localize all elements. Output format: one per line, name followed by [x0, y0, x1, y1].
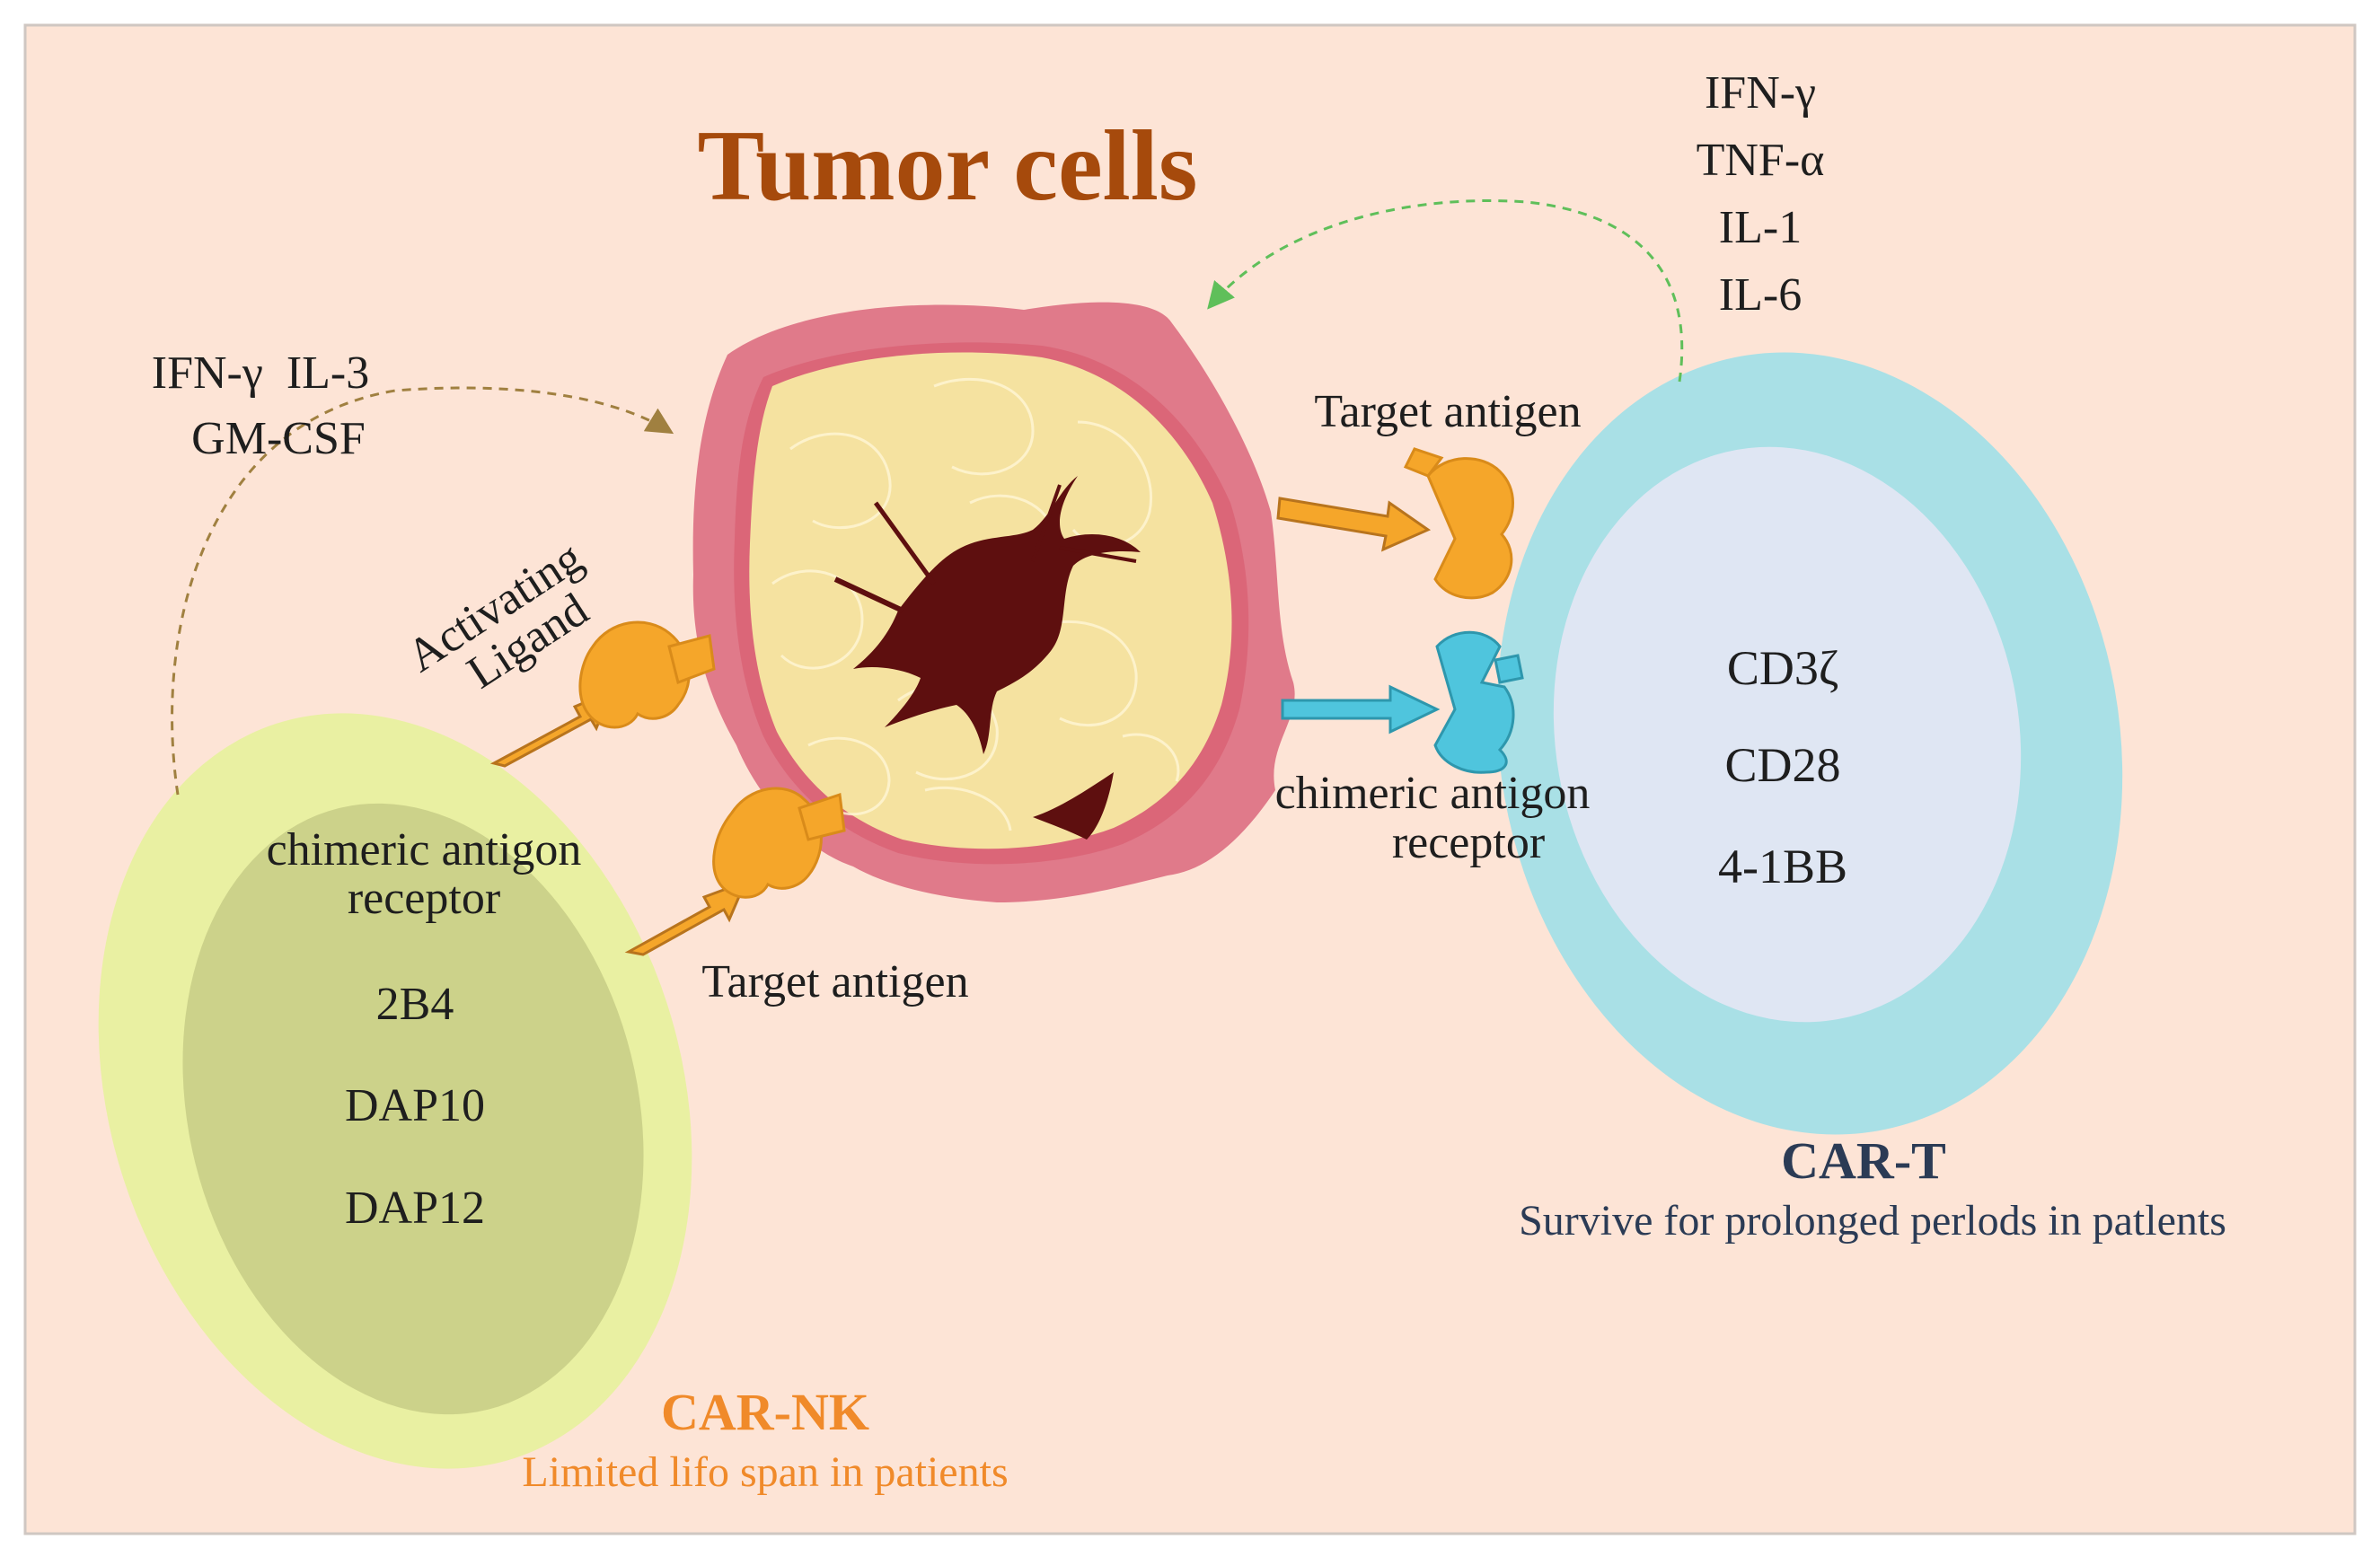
nucleus-filament-4 — [1059, 546, 1137, 563]
t-domain-cd3z: CD3ζ — [1727, 641, 1838, 695]
car-nk-note: Limited lifo span in patients — [522, 1448, 1008, 1496]
t-cytokine-ifn: IFN-γ — [1705, 67, 1816, 119]
car-t-cell — [1496, 352, 2123, 1135]
activating-ligand-icon — [578, 620, 716, 729]
t-receptor-label-line-2: receptor — [1392, 817, 1545, 868]
nucleus-filament-3 — [1031, 484, 1062, 562]
nk-arrow-target — [624, 879, 748, 956]
nk-target-antigen-icon — [712, 787, 846, 899]
t-cytokine-il1: IL-1 — [1719, 202, 1802, 253]
nk-domain-2b4: 2B4 — [376, 979, 454, 1030]
t-car-receptor-group — [1281, 630, 1524, 774]
nk-receptor-label-line-2: receptor — [348, 873, 500, 924]
t-cytokine-tnf: TNF-α — [1697, 135, 1825, 186]
t-domain-41bb: 4-1BB — [1718, 840, 1847, 893]
car-receptor-icon — [1433, 630, 1524, 774]
nk-target-antigen-group — [624, 787, 846, 956]
car-t-note: Survive for prolonged perlods in patlent… — [1519, 1197, 2226, 1245]
nucleus-filament-2 — [833, 576, 904, 613]
t-cytokine-arrow — [1207, 198, 1684, 383]
car-t-name: CAR-T — [1781, 1131, 1946, 1190]
t-receptor-label-line-1: chimeric antigon — [1275, 768, 1591, 819]
tumor-nucleus — [853, 476, 1141, 754]
t-target-antigen-icon — [1403, 447, 1514, 600]
nk-receptor-label-line-1: chimeric antigon — [267, 824, 582, 875]
nk-activating-ligand-group — [489, 620, 716, 768]
nk-cytokine-arrow — [171, 386, 674, 796]
t-domain-cd28: CD28 — [1724, 738, 1840, 792]
nk-domain-dap10: DAP10 — [345, 1080, 485, 1131]
nucleus-filament-1 — [873, 501, 937, 585]
t-cytokine-il6: IL-6 — [1719, 269, 1802, 321]
nk-cytokines-line-1: IFN-γ IL-3 — [152, 347, 369, 399]
t-target-antigen-label: Target antigen — [1314, 386, 1581, 437]
nucleus-fragment — [1033, 772, 1114, 840]
nk-target-antigen-label: Target antigen — [701, 956, 968, 1007]
t-arrow-receptor — [1281, 684, 1441, 735]
t-target-antigen-group — [1276, 447, 1514, 600]
car-nk-cell — [98, 713, 692, 1469]
nk-cytokines-line-2: GM-CSF — [191, 413, 366, 464]
car-nk-inner-region — [182, 803, 644, 1415]
t-arrow-target — [1276, 497, 1432, 552]
nk-domain-dap12: DAP12 — [345, 1183, 485, 1234]
tumor-title: Tumor cells — [698, 110, 1198, 222]
car-nk-name: CAR-NK — [661, 1383, 869, 1441]
tumor-cell — [692, 302, 1295, 902]
car-t-inner-region — [1553, 446, 2022, 1023]
